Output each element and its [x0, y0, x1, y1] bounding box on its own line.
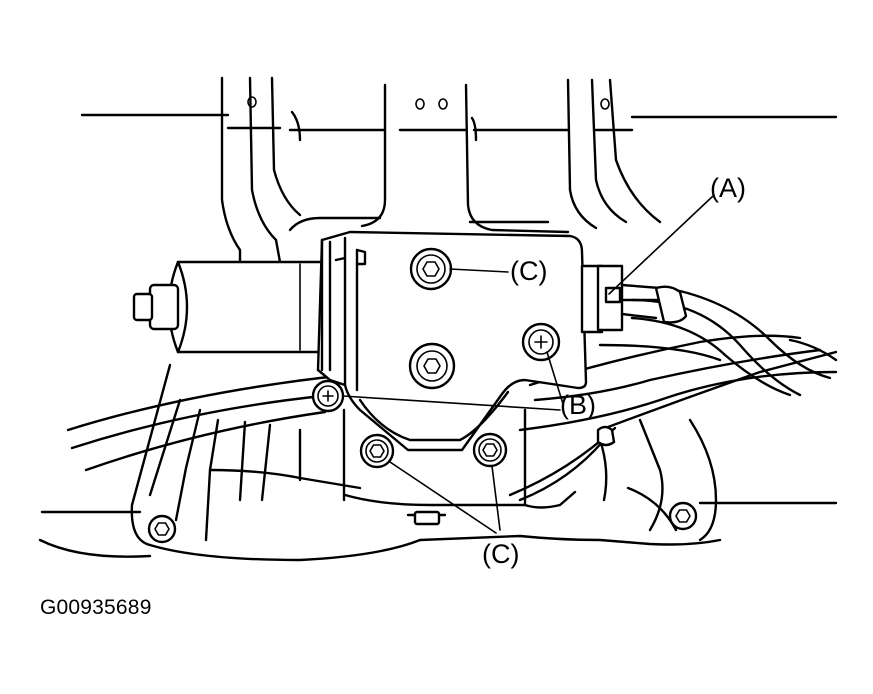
bolt-c-bottom-right: [472, 432, 508, 468]
body-panel-lines: [40, 113, 838, 514]
motor-housing: [316, 230, 588, 452]
frame-bolt-left: [147, 514, 177, 544]
frame-bolt-right: [668, 501, 698, 531]
upper-bracket: [220, 76, 662, 302]
bracket-holes: [247, 96, 610, 110]
leader-lines: [342, 195, 714, 534]
callout-c-bottom: (C): [482, 539, 519, 569]
screw-b-left: [311, 379, 345, 413]
bolt-c-top: [409, 247, 453, 291]
callout-a: (A): [710, 173, 746, 203]
motor-cylinder: [132, 260, 332, 354]
screw-b-right: [521, 322, 561, 362]
bolt-center: [408, 342, 456, 390]
figure-id-label: G00935689: [40, 596, 152, 619]
bolt-c-bottom-left: [359, 433, 395, 469]
connector: [580, 264, 688, 334]
callout-b: (B): [560, 390, 596, 420]
callout-c-top: (C): [510, 256, 547, 286]
